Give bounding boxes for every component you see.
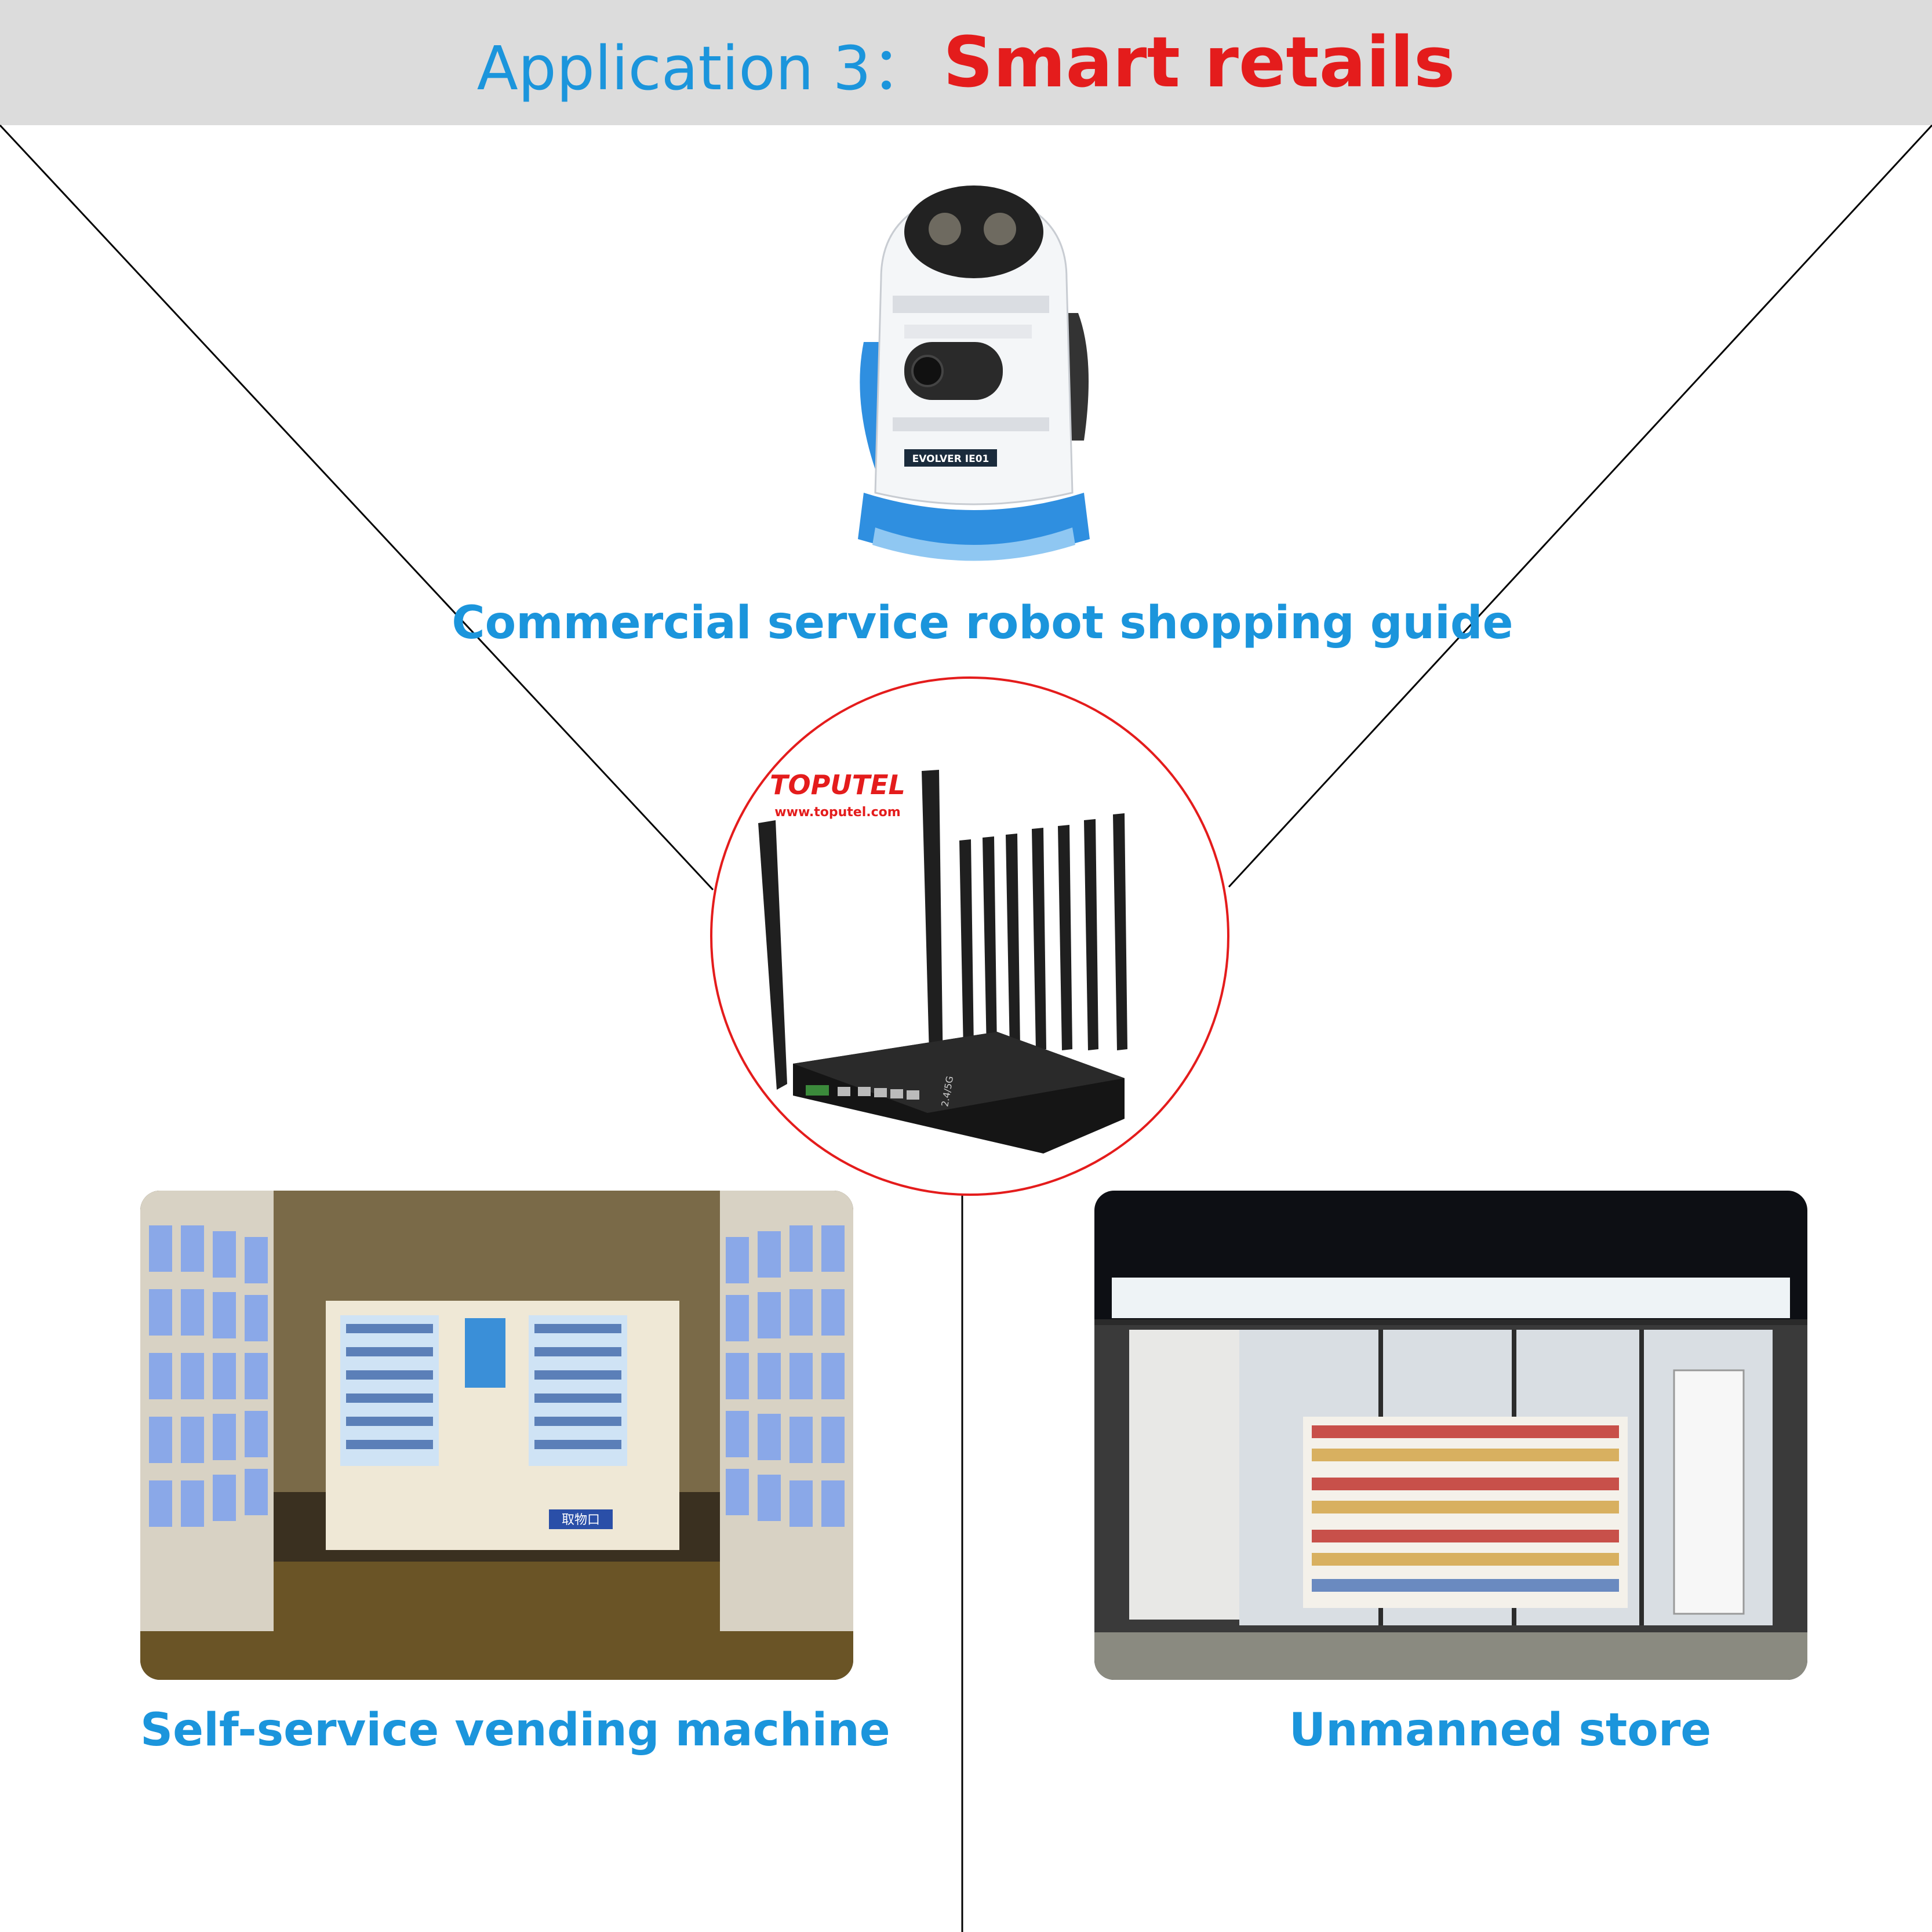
antenna-4 <box>983 836 997 1050</box>
robot-slot-mid <box>904 325 1032 339</box>
antenna-6 <box>1032 828 1046 1050</box>
vending-photo: 取物口 <box>140 1191 853 1680</box>
store-sign-box <box>1112 1278 1790 1318</box>
store-caption: Unmanned store <box>1289 1704 1712 1756</box>
robot-image: EVOLVER IE01 <box>858 185 1090 561</box>
antenna-8 <box>1084 819 1098 1050</box>
router-ports <box>838 1087 919 1100</box>
antenna-group <box>758 770 1127 1120</box>
antenna-7 <box>1058 825 1072 1050</box>
antenna-3 <box>959 839 974 1050</box>
left-lockers <box>140 1191 274 1631</box>
page-title: Application 3： Smart retails <box>0 0 1932 125</box>
robot-base-stripe <box>872 527 1075 561</box>
power-terminal <box>806 1085 829 1096</box>
store-photo <box>1094 1191 1807 1680</box>
antenna-1 <box>758 820 787 1090</box>
connector-right <box>1228 124 1932 888</box>
store-awning <box>1094 1319 1807 1325</box>
vending-sign-bg <box>549 1509 613 1529</box>
antenna-2 <box>922 770 944 1120</box>
port-lan-3 <box>890 1089 903 1098</box>
store-side-room <box>1129 1330 1245 1620</box>
router-image: TOPUTEL www.toputel.com 2.4/5G <box>758 769 1127 1154</box>
antenna-9 <box>1113 813 1127 1050</box>
vending-screen <box>465 1318 505 1388</box>
title-prefix: Application 3： <box>476 32 932 104</box>
right-lockers <box>720 1191 853 1631</box>
vending-sign: 取物口 <box>562 1513 600 1527</box>
brand-logo: TOPUTEL <box>770 769 905 801</box>
robot-lens <box>911 355 944 387</box>
port-lan-2 <box>874 1088 887 1097</box>
connector-left <box>0 124 714 891</box>
header-bar <box>0 0 1932 125</box>
antenna-5 <box>1006 834 1020 1050</box>
port-wan <box>838 1087 850 1096</box>
robot-caption: Commercial service robot shopping guide <box>452 597 1513 649</box>
robot-badge-bg <box>904 449 997 467</box>
port-lan-1 <box>858 1087 871 1096</box>
robot-slot-low <box>893 417 1049 431</box>
port-lan-4 <box>907 1090 919 1100</box>
robot-badge: EVOLVER IE01 <box>912 453 989 465</box>
title-main: Smart retails <box>943 22 1456 103</box>
vending-products <box>346 1324 621 1449</box>
robot-slot-top <box>893 296 1049 313</box>
vending-caption: Self-service vending machine <box>140 1704 890 1756</box>
store-fridge <box>1673 1369 1745 1615</box>
robot-eye-right <box>984 213 1016 245</box>
robot-eye-left <box>929 213 961 245</box>
store-shelves <box>1303 1417 1628 1608</box>
brand-url: www.toputel.com <box>774 805 900 820</box>
robot-visor <box>904 185 1043 278</box>
store-pavement <box>1094 1632 1807 1680</box>
